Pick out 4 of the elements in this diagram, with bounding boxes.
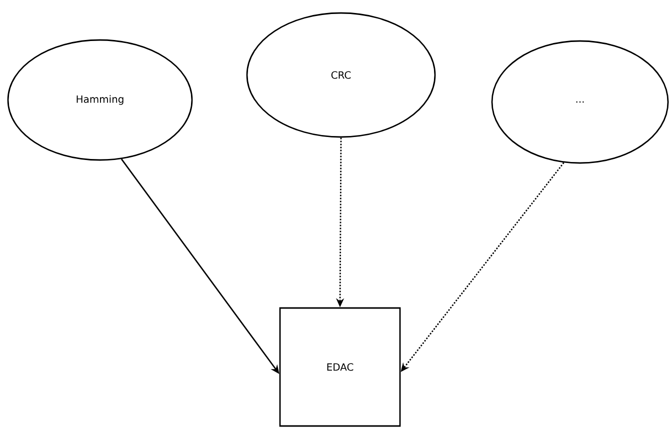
ellipse-node: Hamming [7, 39, 193, 161]
process-box: EDAC [279, 307, 401, 427]
ellipse-node: ... [491, 40, 669, 164]
ellipse-node: CRC [246, 12, 436, 138]
